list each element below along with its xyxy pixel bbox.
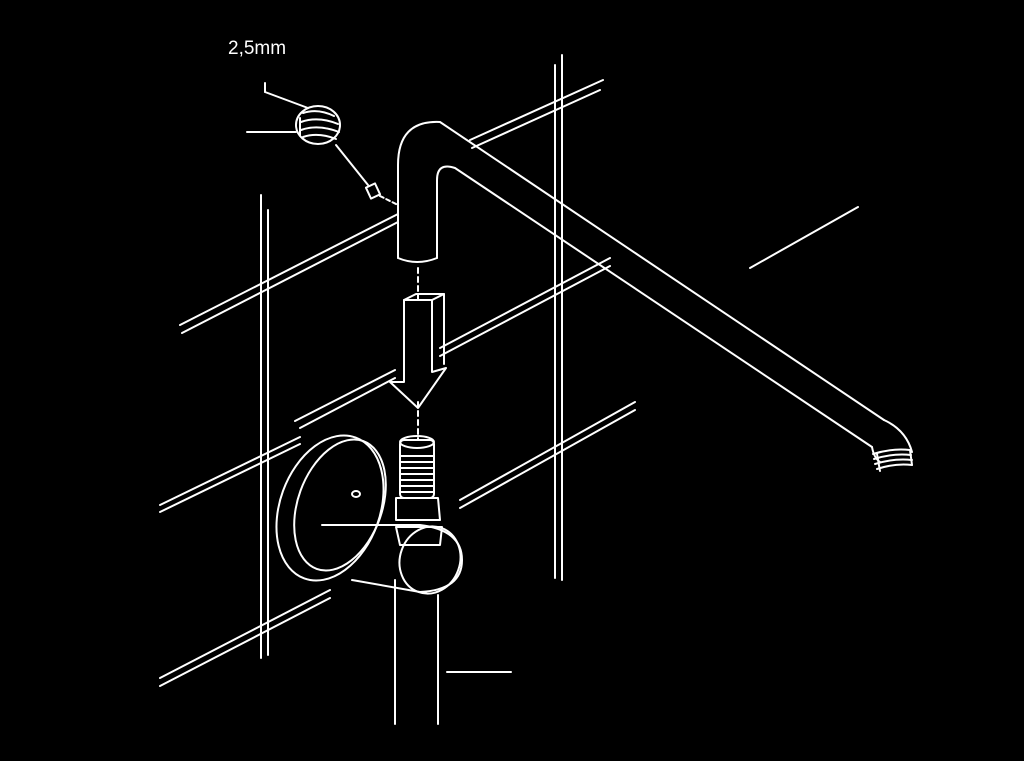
arrow-down-icon xyxy=(389,293,447,409)
wall-tile-grid xyxy=(159,54,859,687)
hex-key-size-label: 2,5mm xyxy=(228,38,287,59)
aerator-threads xyxy=(872,448,913,472)
angle-valve xyxy=(275,434,512,725)
faucet-spout xyxy=(397,120,913,472)
grub-screw-detail xyxy=(246,82,399,206)
